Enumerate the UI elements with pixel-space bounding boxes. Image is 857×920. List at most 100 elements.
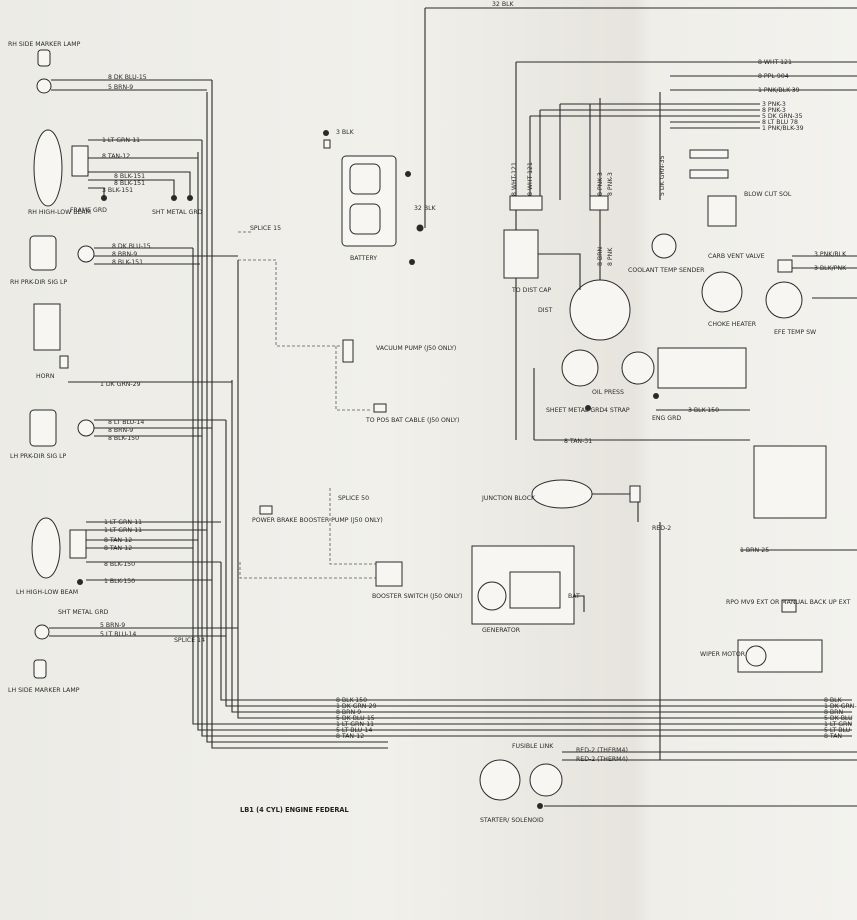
wire-lh-prk-3: 8 BLK-150: [108, 435, 139, 442]
bundle-right-label-6: 8 TAN-: [824, 733, 844, 740]
label-strap: 4 STRAP: [604, 407, 630, 414]
label-booster-switch: BOOSTER SWITCH (J50 ONLY): [372, 593, 462, 600]
label-engine: LB1 (4 CYL) ENGINE FEDERAL: [240, 806, 350, 814]
label-vacuum-pump: VACUUM PUMP (J50 ONLY): [376, 345, 456, 352]
bundle-right-label-2: 8 BRN-: [824, 709, 845, 716]
wire-top-1: 8 WHT-121: [758, 59, 792, 66]
wire-horn: 1 DK GRN-29: [100, 381, 141, 388]
label-frame-grd: FRAME GRD: [70, 207, 107, 214]
horn: 1 DK GRN-29 HORN: [33, 303, 232, 388]
wire-dist-3: 8 PNK-3: [597, 172, 604, 196]
wire-rh-marker-2: 5 BRN-9: [108, 84, 133, 91]
bottom-bundle-labels: 8 BLK-150 1 DK GRN-29 8 BRN-9 5 DK BLU-1…: [336, 697, 857, 740]
bundle-right-label-4: 1 LT GRN: [824, 721, 852, 728]
wire-lh-marker-1: 5 BRN-9: [100, 622, 125, 629]
label-oil-press: OIL PRESS: [592, 389, 624, 396]
wire-top-2: 8 PPL-904: [758, 73, 789, 80]
label-coolant: COOLANT TEMP SENDER: [628, 267, 705, 274]
label-to-dist-cap: TO DIST CAP: [511, 287, 551, 294]
label-wiper: WIPER MOTOR: [700, 651, 746, 658]
wire-top-8: 1 PNK/BLK-39: [762, 125, 804, 132]
label-sht-metal-grd-lh: SHT METAL GRD: [58, 609, 109, 616]
left-harness-trunk: [192, 80, 388, 749]
wire-red-1: RED-2 (THERM4): [576, 747, 628, 754]
distributor: DIST TO DIST CAP 8 WHT-121 8 WHT-121 8 P…: [503, 155, 666, 341]
dashed-circuits: SPLICE 15 SPLICE 50: [238, 225, 380, 579]
label-lh-park-dir: LH PRK-DIR SIG LP: [10, 453, 67, 460]
label-splice-power: SPLICE 50: [338, 495, 369, 502]
bundle-right-label-3: 5 DK BLU: [824, 715, 853, 722]
wire-blk-150: 3 BLK-150: [688, 407, 719, 414]
wire-top-3: 1 PNK/BLK-39: [758, 87, 800, 94]
label-efe: EFE TEMP SW: [774, 329, 816, 336]
lh-park-dir-lamp: 8 LT BLU-14 8 BRN-9 8 BLK-150 LH PRK-DIR…: [10, 409, 226, 460]
label-battery: BATTERY: [350, 255, 377, 262]
label-sht-metal-grd-rh: SHT METAL GRD: [152, 209, 203, 216]
wire-lh-head-4: 8 TAN-12: [104, 545, 132, 552]
label-fusible: FUSIBLE LINK: [512, 743, 554, 750]
rh-side-marker-lamp: RH SIDE MARKER LAMP 8 DK BLU-15 5 BRN-9: [8, 41, 212, 94]
wire-top-7: 8 LT BLU 78: [762, 119, 798, 126]
wire-dist-6: 8 BRN: [597, 247, 604, 266]
label-rh-headlamp: RH HIGH-LOW BEAM: [28, 209, 91, 216]
wire-dist-2: 8 WHT-121: [527, 162, 534, 196]
wire-rh-prk-1: 8 DK BLU-15: [112, 243, 151, 250]
power-brake-booster: POWER BRAKE BOOSTER PUMP (J50 ONLY) BOOS…: [252, 505, 462, 600]
wire-dist-5: 5 DK GRN-35: [659, 155, 666, 196]
wire-rh-head-1: 1 LT GRN-11: [102, 137, 140, 144]
label-rh-side-marker: RH SIDE MARKER LAMP: [8, 41, 81, 48]
wire-top-6: 5 DK GRN-35: [762, 113, 803, 120]
label-top-wire: 32 BLK: [492, 1, 515, 8]
label-blow-cut: BLOW CUT SOL: [744, 191, 792, 198]
wire-rh-head-2: 8 TAN-12: [102, 153, 130, 160]
wire-lh-marker-2: 5 LT BLU-14: [100, 631, 136, 638]
label-bat: BAT: [568, 593, 580, 600]
wire-red: RED-2: [652, 525, 671, 532]
right-lower-components: RPO MV9 EXT OR MANUAL BACK UP EXT WIPER …: [700, 445, 851, 673]
wire-dist-4: 8 PNK-3: [607, 172, 614, 196]
bottom-bundle-wires: [388, 699, 852, 737]
label-starter: STARTER/ SOLENOID: [480, 817, 544, 824]
bundle-right-label-5: 5 LT BLU: [824, 727, 850, 734]
wire-rh-head-4: 8 BLK-151: [114, 180, 145, 187]
wire-lh-head-1: 1 LT GRN-11: [104, 519, 142, 526]
wire-lh-head-6: 1 BLK-150: [104, 578, 135, 585]
wire-dist-7: 8 PNK: [607, 247, 614, 266]
wire-red-2: RED-2 (THERM4): [576, 756, 628, 763]
label-choke: CHOKE HEATER: [708, 321, 757, 328]
wire-rh-head-5: 3 BLK-151: [102, 187, 133, 194]
bundle-right-label-0: 8 BLK-: [824, 697, 843, 704]
label-rh-park-dir: RH PRK-DIR SIG LP: [10, 279, 67, 286]
label-dist: DIST: [538, 307, 553, 314]
label-rpo: RPO MV9 EXT OR MANUAL BACK UP EXT: [726, 599, 851, 606]
battery: 3 BLK 32 BLK BATTERY: [323, 129, 437, 265]
engine-sensors: COOLANT TEMP SENDER BLOW CUT SOL CARB VE…: [628, 149, 857, 336]
wire-right-1: 3 PNK/BLK: [814, 251, 847, 258]
wire-rh-head-3: 8 BLK-151: [114, 173, 145, 180]
label-lh-headlamp: LH HIGH-LOW BEAM: [16, 589, 78, 596]
label-horn: HORN: [36, 373, 55, 380]
junction-block: JUNCTION BLOCK: [481, 479, 641, 522]
wire-lh-prk-1: 8 LT BLU-14: [108, 419, 144, 426]
label-sheet-metal: SHEET METAL GRD: [546, 407, 604, 414]
wire-rh-prk-2: 8 BRN-9: [112, 251, 137, 258]
label-lh-side-marker: LH SIDE MARKER LAMP: [8, 687, 80, 694]
wire-top-5: 8 PNK-3: [762, 107, 786, 114]
lh-side-marker-lamp: 5 BRN-9 5 LT BLU-14 LH SIDE MARKER LAMP: [8, 622, 238, 694]
bundle-label-5: 5 LT BLU-14: [336, 727, 372, 734]
wire-lh-head-2: 1 LT GRN-11: [104, 527, 142, 534]
wire-lh-head-3: 8 TAN-12: [104, 537, 132, 544]
wire-batt-1: 3 BLK: [336, 129, 355, 136]
rh-park-dir-lamp: 8 DK BLU-15 8 BRN-9 8 BLK-151 RH PRK-DIR…: [10, 235, 238, 286]
bundle-label-2: 8 BRN-9: [336, 709, 361, 716]
wire-right-2: 3 BLK/PNK: [814, 265, 847, 272]
bundle-label-4: 1 LT GRN-11: [336, 721, 374, 728]
bundle-label-6: 8 TAN-12: [336, 733, 364, 740]
wire-tan-31: 8 TAN-31: [564, 438, 592, 445]
oil-press-grounds: OIL PRESS SHEET METAL GRD 4 STRAP ENG GR…: [533, 347, 857, 554]
label-junction: JUNCTION BLOCK: [481, 495, 536, 502]
wire-rh-marker-1: 8 DK BLU-15: [108, 74, 147, 81]
bundle-right-label-1: 1 DK GRN-: [824, 703, 857, 710]
